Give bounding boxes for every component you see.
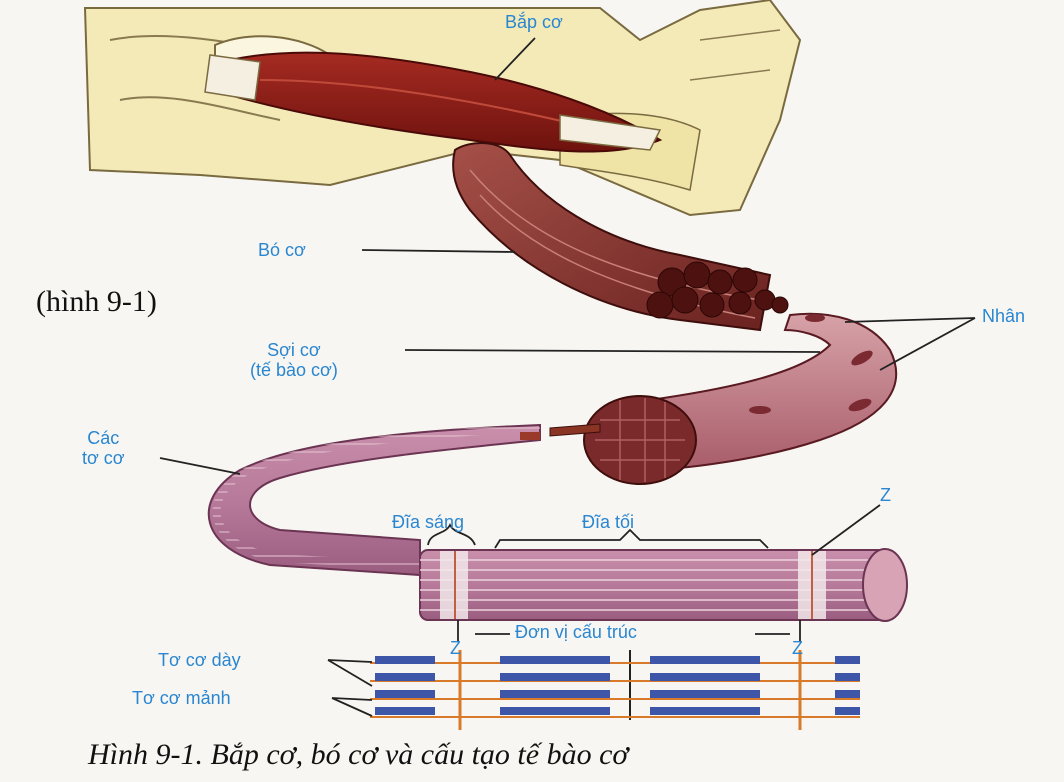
myofibril: [209, 425, 907, 621]
label-soi-co: Sợi cơ (tế bào cơ): [250, 340, 338, 380]
label-z-right: Z: [792, 638, 803, 658]
label-cac-to-co-line1: Các: [82, 428, 125, 448]
label-to-co-day: Tơ cơ dày: [158, 650, 241, 670]
label-cac-to-co: Các tơ cơ: [82, 428, 125, 468]
sarcomere-diagram: [370, 650, 860, 730]
figure-reference: (hình 9-1): [36, 285, 157, 319]
label-soi-co-line1: Sợi cơ: [250, 340, 338, 360]
label-dia-toi: Đĩa tối: [582, 512, 634, 532]
label-z-top: Z: [880, 485, 891, 505]
label-bap-co: Bắp cơ: [505, 12, 563, 32]
label-cac-to-co-line2: tơ cơ: [82, 448, 125, 468]
figure-caption: Hình 9-1. Bắp cơ, bó cơ và cấu tạo tế bà…: [88, 738, 628, 772]
muscle-fiber: [550, 314, 896, 484]
label-nhan: Nhân: [982, 306, 1025, 326]
label-dia-sang: Đĩa sáng: [392, 512, 464, 532]
label-z-left: Z: [450, 638, 461, 658]
label-bo-co: Bó cơ: [258, 240, 306, 260]
label-to-co-manh: Tơ cơ mảnh: [132, 688, 231, 708]
label-don-vi-cau-truc: Đơn vị cấu trúc: [515, 622, 637, 642]
label-soi-co-line2: (tế bào cơ): [250, 360, 338, 380]
